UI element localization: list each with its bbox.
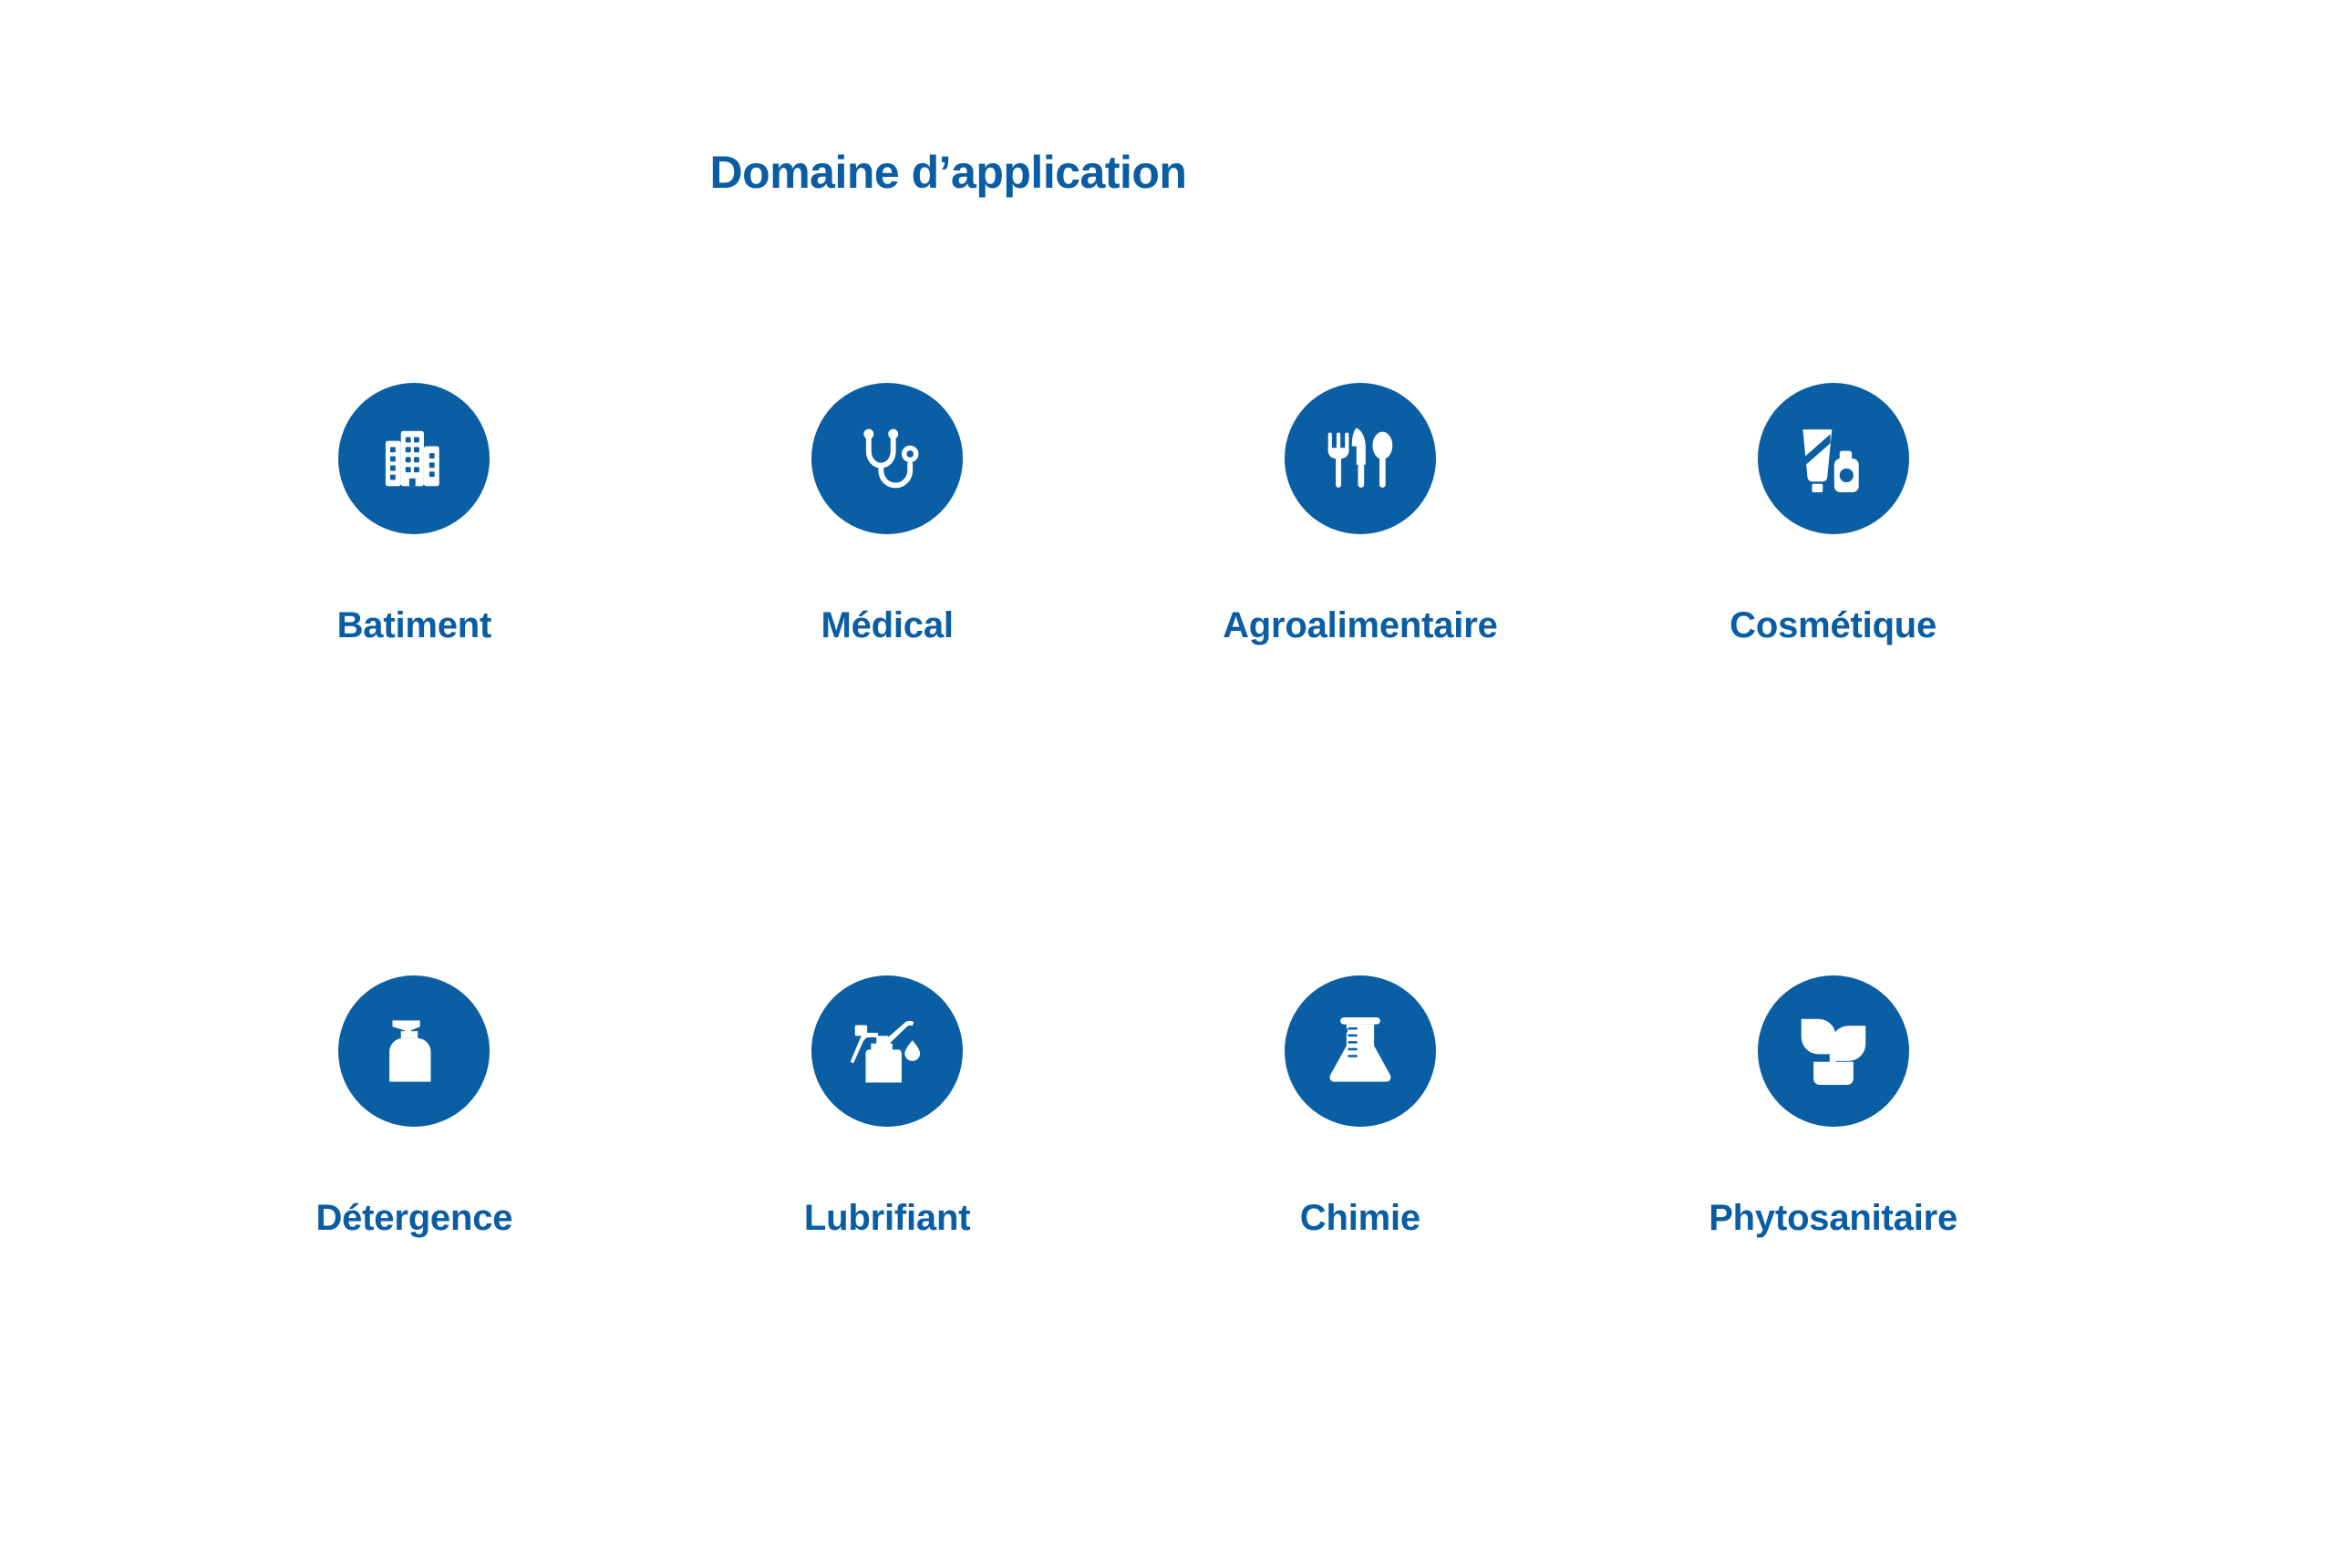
domain-label: Agroalimentaire [1223, 605, 1498, 645]
erlenmeyer-flask-icon [1329, 1017, 1391, 1082]
domain-icon-badge[interactable] [338, 383, 491, 534]
domain-icon-badge[interactable] [811, 383, 964, 534]
domain-grid: Batiment Médical [178, 383, 2070, 1568]
domain-card-detergence[interactable]: Détergence [178, 975, 651, 1568]
cosmetic-tube-bottle-icon [1802, 429, 1859, 492]
domain-card-cosmetique[interactable]: Cosmétique [1596, 383, 2070, 975]
stethoscope-icon [863, 428, 919, 489]
domain-card-lubrifiant[interactable]: Lubrifiant [651, 975, 1124, 1568]
domain-label: Phytosanitaire [1709, 1198, 1958, 1238]
domain-label: Médical [821, 605, 954, 645]
domain-card-medical[interactable]: Médical [651, 383, 1124, 975]
domain-label: Chimie [1299, 1198, 1420, 1238]
domain-label: Lubrifiant [803, 1198, 971, 1238]
domain-icon-badge[interactable] [338, 975, 491, 1127]
domain-icon-badge[interactable] [1757, 383, 1909, 534]
oil-can-drop-icon [850, 1020, 921, 1083]
domain-card-chimie[interactable]: Chimie [1124, 975, 1597, 1568]
domain-icon-badge[interactable] [1284, 383, 1436, 534]
fork-knife-spoon-icon [1327, 428, 1393, 488]
application-domains-page: Domaine d’application [315, 147, 1958, 1238]
domain-label: Batiment [336, 605, 492, 645]
potted-plant-icon [1801, 1018, 1865, 1085]
domain-card-phytosanitaire[interactable]: Phytosanitaire [1596, 975, 2070, 1568]
domain-icon-badge[interactable] [811, 975, 964, 1127]
domain-label: Cosmétique [1730, 605, 1937, 645]
domain-label: Détergence [315, 1198, 513, 1238]
domain-card-batiment[interactable]: Batiment [178, 383, 651, 975]
domain-card-agroalimentaire[interactable]: Agroalimentaire [1124, 383, 1597, 975]
office-buildings-icon [386, 430, 440, 487]
soap-dispenser-icon [389, 1020, 431, 1082]
domain-icon-badge[interactable] [1284, 975, 1436, 1127]
domain-icon-badge[interactable] [1757, 975, 1909, 1127]
page-title: Domaine d’application [709, 147, 1187, 198]
